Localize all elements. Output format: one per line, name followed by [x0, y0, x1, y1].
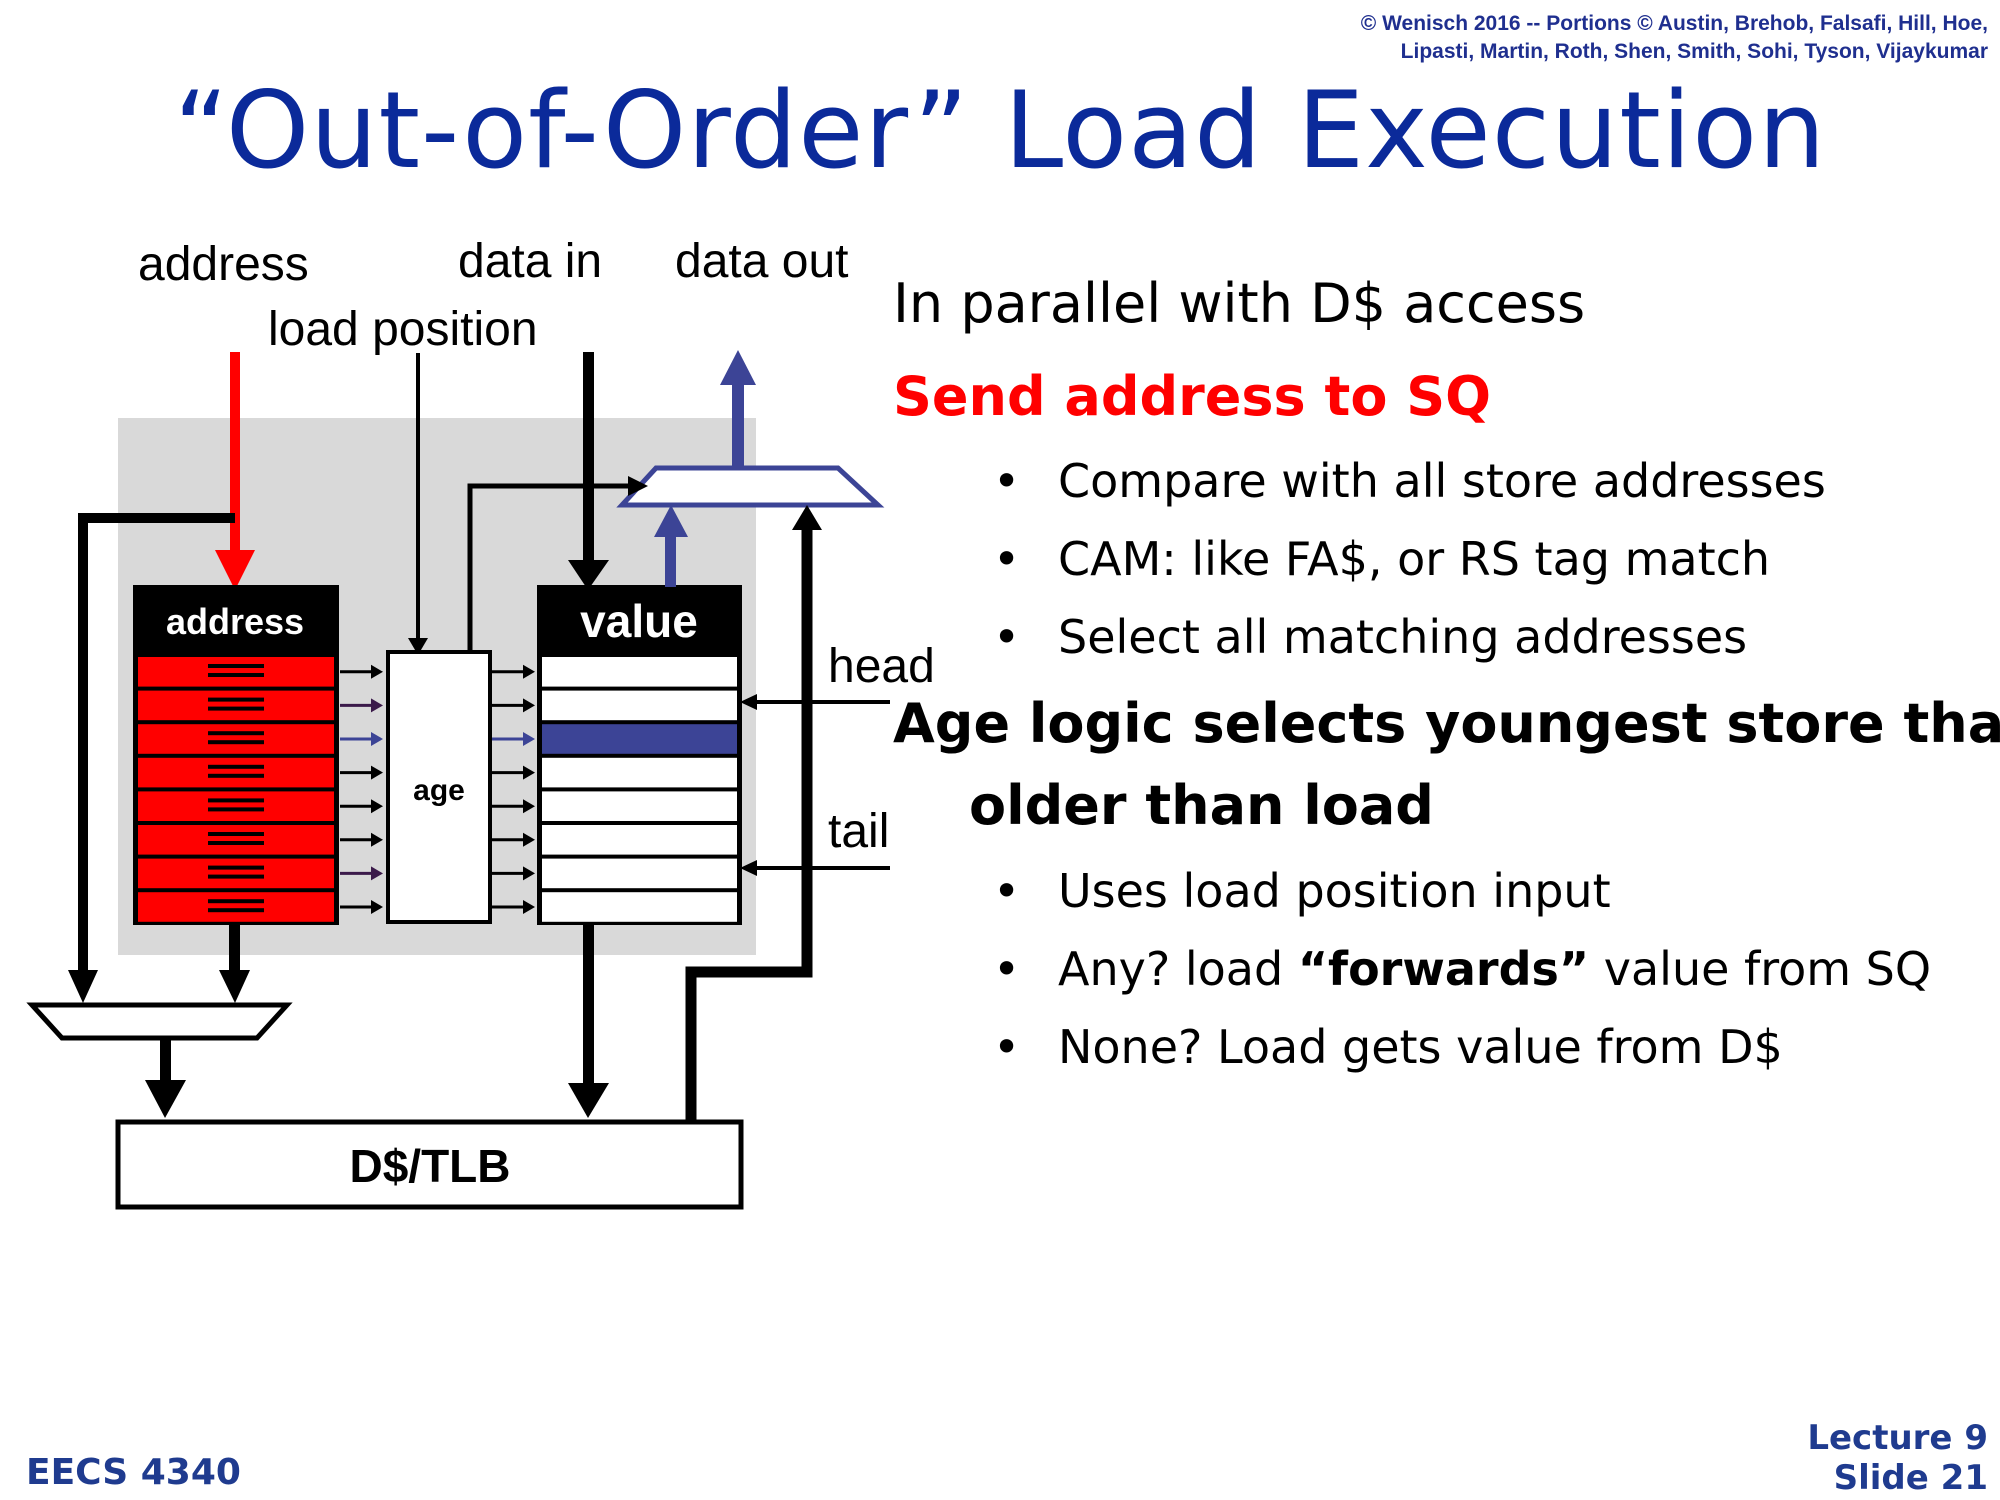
- row-arrow-head: [371, 698, 383, 713]
- comparator-mark: [208, 673, 264, 677]
- label-load-position: load position: [268, 303, 538, 356]
- row-arrow-head: [371, 765, 383, 780]
- address-row: [138, 825, 334, 855]
- address-row: [138, 858, 334, 889]
- comparator-mark: [208, 841, 264, 845]
- age-select-line: [467, 483, 640, 652]
- row-arrow-head: [523, 900, 535, 914]
- comparator-mark: [208, 697, 264, 702]
- address-input-arrow: [215, 352, 255, 590]
- comparator-mark: [208, 874, 264, 879]
- head-pointer: [740, 694, 890, 710]
- address-row: [138, 690, 334, 721]
- label-data-in: data in: [458, 235, 602, 288]
- row-arrows: [340, 664, 535, 914]
- text-age-logic-2: older than load: [969, 774, 1434, 837]
- comparator-mark: [208, 731, 264, 736]
- dcache-data-return: [685, 505, 822, 1120]
- row-arrow-head: [523, 732, 535, 746]
- value-row-selected: [542, 724, 737, 754]
- row-arrow-head: [523, 698, 535, 713]
- value-row: [542, 825, 737, 855]
- comparator-mark: [208, 865, 264, 870]
- value-column-header: value: [580, 595, 698, 647]
- copyright-line-1: © Wenisch 2016 -- Portions © Austin, Bre…: [1360, 12, 1988, 35]
- lecture-number: Lecture 9: [1807, 1418, 1988, 1458]
- text-age-logic-1: Age logic selects youngest store that is: [893, 692, 2000, 755]
- value-row: [542, 690, 737, 721]
- address-row: [138, 724, 334, 754]
- row-arrow-head: [523, 664, 535, 679]
- value-row: [542, 892, 737, 922]
- address-row: [138, 657, 334, 687]
- label-data-out: data out: [675, 235, 848, 288]
- row-arrow-head: [371, 900, 383, 914]
- dcache-tlb-label: D$/TLB: [350, 1140, 511, 1192]
- comparator-mark: [208, 664, 264, 668]
- slide-title: “Out-of-Order” Load Execution: [173, 69, 1827, 192]
- data-in-arrow: [568, 352, 609, 590]
- label-address: address: [138, 238, 309, 291]
- comparator-mark: [208, 773, 264, 778]
- address-mux: [26, 513, 293, 1118]
- label-head: head: [828, 640, 935, 693]
- address-column: address: [133, 585, 339, 925]
- comparator-mark: [208, 807, 264, 812]
- address-row: [138, 892, 334, 922]
- age-block: age: [386, 650, 492, 924]
- dcache-tlb-block: D$/TLB: [115, 1119, 744, 1210]
- comparator-mark: [208, 740, 264, 745]
- value-row: [542, 858, 737, 889]
- value-row: [542, 657, 737, 687]
- copyright-line-2: Lipasti, Martin, Roth, Shen, Smith, Sohi…: [1400, 40, 1988, 63]
- label-tail: tail: [828, 805, 889, 858]
- address-column-header: address: [166, 601, 304, 642]
- slide-number: Lecture 9 Slide 21: [1807, 1418, 1988, 1498]
- value-column: value: [537, 585, 742, 925]
- address-row: [138, 791, 334, 821]
- row-arrow-head: [523, 832, 535, 847]
- comparator-mark: [208, 764, 264, 769]
- copyright-notice: © Wenisch 2016 -- Portions © Austin, Bre…: [1361, 10, 1988, 66]
- row-arrow-head: [371, 664, 383, 679]
- value-to-dcache-arrow: [568, 925, 609, 1118]
- comparator-mark: [208, 706, 264, 711]
- text-parallel-access: In parallel with D$ access: [893, 272, 1586, 335]
- course-label: EECS 4340: [26, 1452, 241, 1493]
- row-arrow-head: [523, 765, 535, 780]
- slide-index: Slide 21: [1833, 1458, 1988, 1498]
- load-position-arrow: [408, 353, 428, 655]
- text-send-address: Send address to SQ: [893, 365, 1492, 428]
- value-row: [542, 791, 737, 821]
- row-arrow-head: [371, 832, 383, 847]
- row-arrow-head: [523, 866, 535, 881]
- address-row: [138, 757, 334, 788]
- row-arrow-head: [371, 799, 383, 814]
- row-arrow-head: [371, 866, 383, 881]
- row-arrow-head: [523, 799, 535, 814]
- comparator-mark: [208, 798, 264, 803]
- comparator-mark: [208, 899, 264, 904]
- age-block-label: age: [413, 774, 465, 807]
- comparator-mark: [208, 832, 264, 836]
- tail-pointer: [740, 860, 890, 876]
- value-row: [542, 757, 737, 788]
- comparator-mark: [208, 908, 264, 913]
- row-arrow-head: [371, 732, 383, 746]
